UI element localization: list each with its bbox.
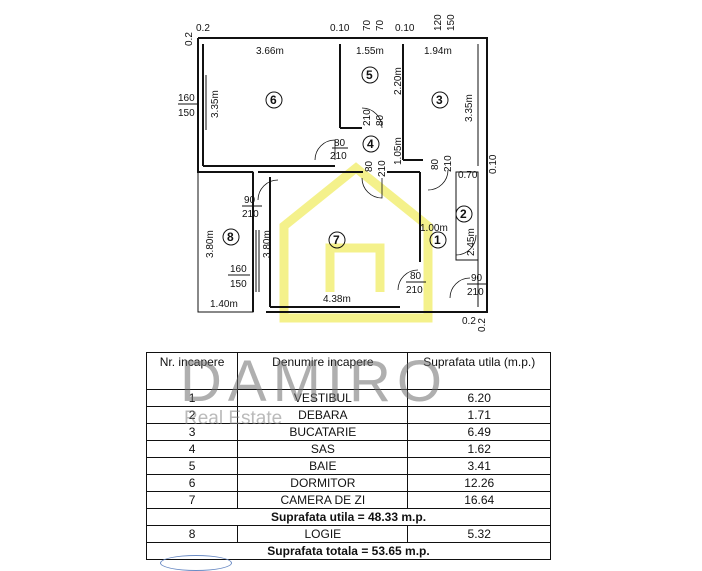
- dim-h-335-right: 3.35m: [464, 94, 475, 122]
- area-table: Nr. incapere Denumire incapere Suprafata…: [145, 352, 551, 560]
- dim-h-335-left: 3.35m: [210, 90, 221, 118]
- subtotal-cell: Suprafata utila = 48.33 m.p.: [146, 508, 551, 526]
- table-row: 3 BUCATARIE 6.49: [145, 423, 551, 441]
- dim-door-90b: 90: [471, 273, 483, 284]
- room-marker-7: 7: [333, 233, 340, 247]
- total-cell: Suprafata totala = 53.65 m.p.: [146, 542, 551, 560]
- dim-w-438: 4.38m: [323, 294, 351, 305]
- row-name: BAIE: [237, 457, 409, 475]
- row-area: 16.64: [407, 491, 551, 509]
- dim-door-210f: 210: [467, 287, 484, 298]
- row-num: 4: [145, 440, 239, 458]
- table-row: 2 DEBARA 1.71: [145, 406, 551, 424]
- row-name: BUCATARIE: [237, 423, 409, 441]
- row-area: 12.26: [407, 474, 551, 492]
- dim-door-80a: 80: [334, 138, 346, 149]
- dim-h-220: 2.20m: [393, 67, 404, 95]
- row-area: 6.20: [407, 389, 551, 407]
- dim-door-80d: 80: [410, 271, 422, 282]
- row-num: 3: [145, 423, 239, 441]
- dim-win-150-left: 150: [178, 108, 195, 119]
- dim-top-70a: 70: [362, 19, 373, 31]
- room-marker-5: 5: [366, 68, 373, 82]
- row-name: LOGIE: [237, 525, 409, 543]
- header-name: Denumire incapere: [237, 352, 409, 390]
- dim-h-245: 2.45m: [466, 228, 477, 256]
- dim-top-120: 120: [433, 14, 444, 31]
- area-table-container: Nr. incapere Denumire incapere Suprafata…: [145, 352, 551, 560]
- dim-win-160-left: 160: [178, 93, 195, 104]
- total-row: Suprafata totala = 53.65 m.p.: [146, 542, 551, 560]
- room-markers: 6 5 3 4 7 8 1 2: [222, 66, 473, 249]
- doors: [257, 107, 477, 299]
- dim-w-100: 1.00m: [420, 223, 448, 234]
- dim-w-140: 1.40m: [210, 299, 238, 310]
- dim-right-010: 0.10: [488, 154, 499, 174]
- dim-door-80b: 80: [364, 160, 375, 172]
- dim-bottom-02a: 0.2: [462, 316, 476, 327]
- dim-top-left: 0.2: [196, 23, 210, 34]
- table-row: 1 VESTIBUL 6.20: [145, 389, 551, 407]
- dim-left-top: 0.2: [184, 32, 195, 46]
- dim-w-070: 0.70: [458, 170, 478, 181]
- room-marker-1: 1: [434, 233, 441, 247]
- row-num: 2: [145, 406, 239, 424]
- dim-w-155: 1.55m: [356, 46, 384, 57]
- watermark-house-logo: [279, 162, 433, 323]
- row-num: 5: [145, 457, 239, 475]
- row-num: 8: [145, 525, 239, 543]
- row-area: 1.71: [407, 406, 551, 424]
- room-marker-2: 2: [460, 207, 467, 221]
- dim-door-210a: 210: [330, 151, 347, 162]
- dim-bottom-02b: 0.2: [477, 318, 488, 332]
- dim-door-210d: 210: [242, 209, 259, 220]
- row-num: 1: [145, 389, 239, 407]
- dim-door-210b: 210: [377, 160, 388, 177]
- dim-top-010b: 0.10: [395, 23, 415, 34]
- table-row: 6 DORMITOR 12.26: [145, 474, 551, 492]
- row-area: 3.41: [407, 457, 551, 475]
- table-row: 7 CAMERA DE ZI 16.64: [145, 491, 551, 509]
- row-name: SAS: [237, 440, 409, 458]
- room-marker-3: 3: [436, 93, 443, 107]
- dim-w-194: 1.94m: [424, 46, 452, 57]
- row-name: CAMERA DE ZI: [237, 491, 409, 509]
- dim-door-210-sas: 210: [362, 109, 373, 126]
- row-num: 6: [145, 474, 239, 492]
- dim-win-150-bottom: 150: [230, 279, 247, 290]
- table-header-row: Nr. incapere Denumire incapere Suprafata…: [145, 352, 551, 390]
- dim-door-80-sas: 80: [375, 114, 386, 126]
- dim-h-380-b: 3.80m: [262, 230, 273, 258]
- table-row: 4 SAS 1.62: [145, 440, 551, 458]
- table-row: 5 BAIE 3.41: [145, 457, 551, 475]
- floor-plan: 0.2 0.2 0.10 70 70 0.10 120 150 3.66m 1.…: [178, 14, 499, 332]
- dim-door-210e: 210: [406, 285, 423, 296]
- room-marker-6: 6: [270, 93, 277, 107]
- header-area: Suprafata utila (m.p.): [407, 352, 551, 390]
- header-num: Nr. incapere: [145, 352, 239, 390]
- room-marker-8: 8: [227, 230, 234, 244]
- dim-top-010a: 0.10: [330, 23, 350, 34]
- dim-door-210c: 210: [443, 155, 454, 172]
- dim-win-160-bottom: 160: [230, 264, 247, 275]
- dimension-labels: 0.2 0.2 0.10 70 70 0.10 120 150 3.66m 1.…: [178, 14, 499, 332]
- row-area: 1.62: [407, 440, 551, 458]
- subtotal-row: Suprafata utila = 48.33 m.p.: [146, 508, 551, 526]
- dim-top-70b: 70: [375, 19, 386, 31]
- row-name: DORMITOR: [237, 474, 409, 492]
- row-area: 5.32: [407, 525, 551, 543]
- table-row: 8 LOGIE 5.32: [145, 525, 551, 543]
- dim-h-105: 1.05m: [393, 137, 404, 165]
- row-name: VESTIBUL: [237, 389, 409, 407]
- dim-door-80c: 80: [430, 158, 441, 170]
- row-num: 7: [145, 491, 239, 509]
- row-area: 6.49: [407, 423, 551, 441]
- row-name: DEBARA: [237, 406, 409, 424]
- dim-h-380-a: 3.80m: [205, 230, 216, 258]
- dim-w-366: 3.66m: [256, 46, 284, 57]
- dim-door-90a: 90: [244, 195, 256, 206]
- dim-top-150: 150: [446, 14, 457, 31]
- room-marker-4: 4: [367, 137, 374, 151]
- stamp-seal: [160, 555, 232, 571]
